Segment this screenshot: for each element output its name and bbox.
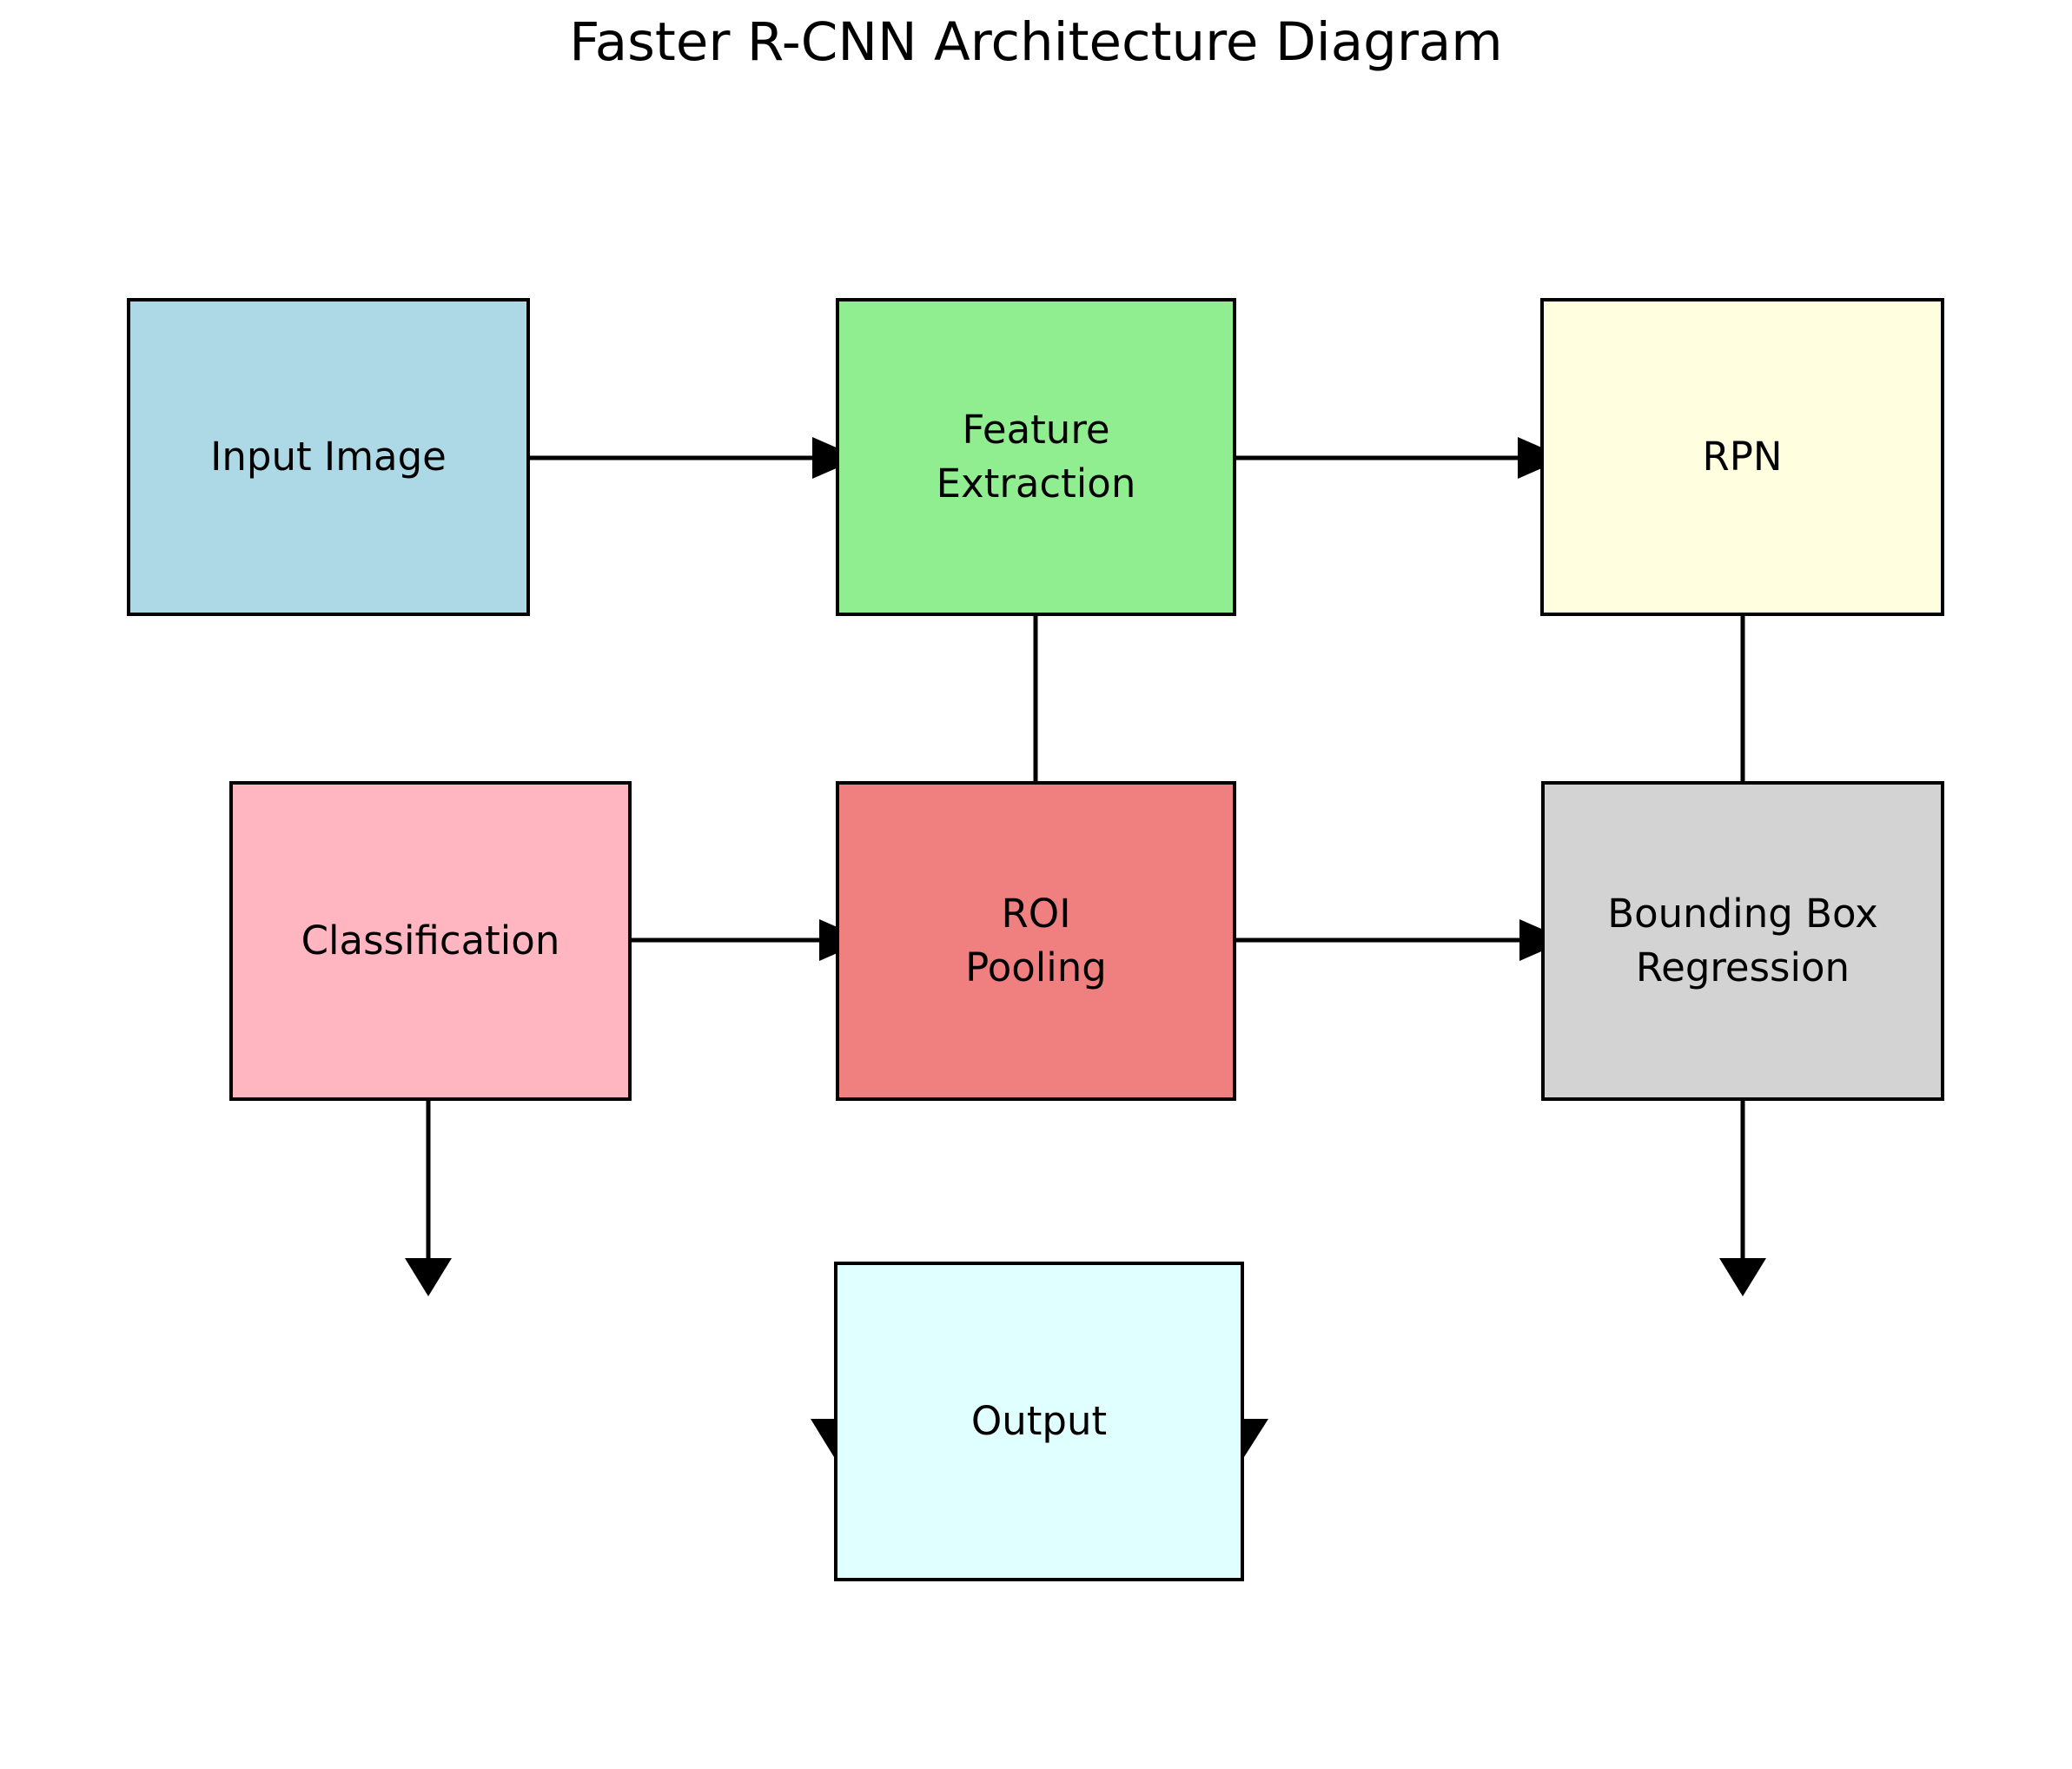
node-label: Classification — [301, 917, 560, 964]
node-label: ROI Pooling — [965, 890, 1107, 991]
node-roi-pooling: ROI Pooling — [836, 781, 1236, 1101]
node-label: Feature Extraction — [936, 406, 1136, 507]
node-bounding-box-regression: Bounding Box Regression — [1541, 781, 1944, 1101]
arrow-classification-down — [405, 1101, 452, 1296]
arrow-input-to-feature-extraction — [530, 437, 860, 479]
arrow-feature-extraction-to-rpn — [1236, 437, 1566, 479]
node-label: Bounding Box Regression — [1607, 890, 1878, 991]
arrow-classification-to-roi-pooling — [632, 919, 867, 961]
node-classification: Classification — [229, 781, 632, 1101]
node-rpn: RPN — [1540, 298, 1944, 616]
node-input-image: Input Image — [127, 298, 530, 616]
node-label: Output — [970, 1397, 1108, 1444]
node-output: Output — [834, 1262, 1244, 1581]
node-label: Input Image — [210, 433, 447, 480]
diagram-title: Faster R-CNN Architecture Diagram — [569, 11, 1503, 73]
node-feature-extraction: Feature Extraction — [836, 298, 1236, 616]
arrow-bounding-box-regression-down — [1719, 1101, 1766, 1296]
node-label: RPN — [1702, 433, 1783, 480]
arrow-roi-pooling-to-bounding-box-regression — [1236, 919, 1567, 961]
